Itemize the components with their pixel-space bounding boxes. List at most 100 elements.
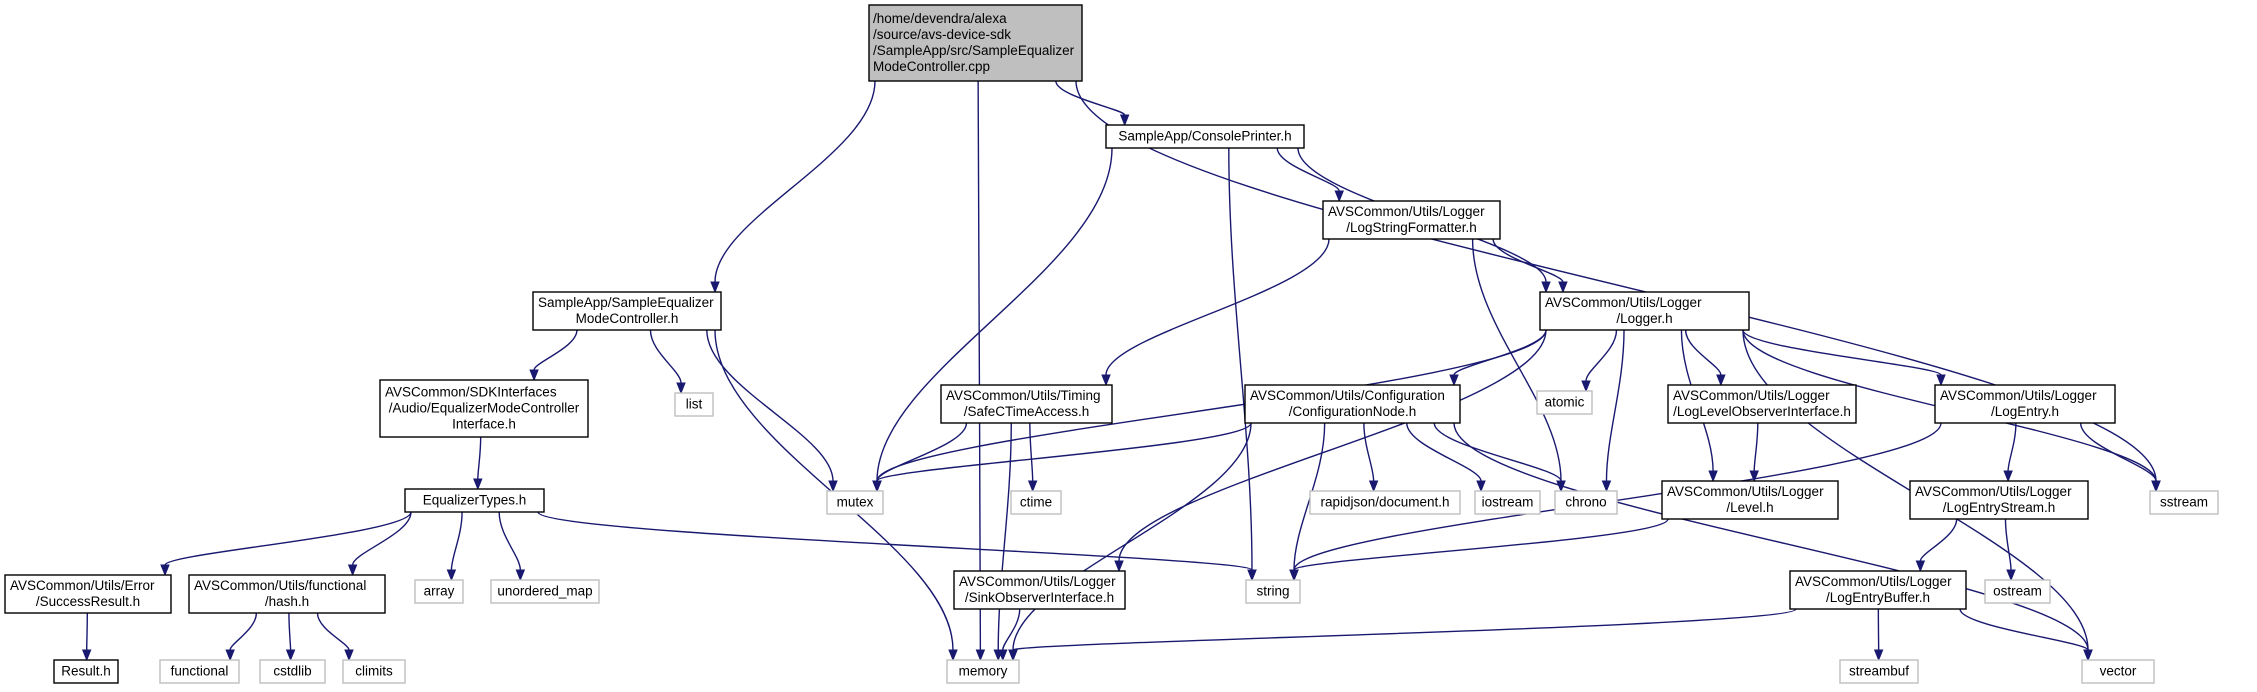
node-hash[interactable]: AVSCommon/Utils/functional/hash.h: [188, 574, 386, 614]
node-box: [342, 659, 406, 684]
node-box: [1105, 124, 1305, 149]
node-streambuf: streambuf: [1839, 659, 1919, 684]
node-box: [414, 579, 464, 604]
edge-line: [498, 511, 522, 571]
node-label-line: mutex: [837, 495, 874, 510]
node-eqtypes[interactable]: EqualizerTypes.h: [404, 488, 545, 513]
edge-line: [1585, 329, 1618, 382]
edge-line: [1453, 422, 2089, 651]
edge-arrowhead: [1541, 281, 1551, 294]
edge-logentrybuffer-to-vector: [1959, 608, 2093, 662]
node-label-line: /LogEntryStream.h: [1943, 500, 2056, 515]
edge-arrowhead: [1716, 374, 1726, 387]
node-mutex: mutex: [826, 490, 884, 515]
node-logentrybuffer[interactable]: AVSCommon/Utils/Logger/LogEntryBuffer.h: [1789, 570, 1967, 610]
node-label-line: /SampleApp/src/SampleEqualizer: [873, 43, 1075, 58]
node-sampleeq[interactable]: SampleApp/SampleEqualizerModeController.…: [532, 291, 722, 331]
edge-logstringformatter-to-logger: [1492, 238, 1568, 294]
edge-arrowhead: [1936, 374, 1946, 387]
node-box: [1934, 384, 2116, 424]
node-cstdlib: cstdlib: [259, 659, 326, 684]
node-label-line: /LogStringFormatter.h: [1346, 220, 1477, 235]
node-box: [4, 574, 172, 614]
node-label-line: /LogLevelObserverInterface.h: [1673, 404, 1851, 419]
node-label-line: AVSCommon/Utils/Logger: [1795, 574, 1952, 589]
edge-line: [1055, 80, 1126, 116]
node-eqmodectl[interactable]: AVSCommon/SDKInterfaces/Audio/EqualizerM…: [379, 379, 589, 438]
node-result[interactable]: Result.h: [53, 659, 119, 684]
edge-logentrybuffer-to-streambuf: [1873, 608, 1884, 662]
edge-line: [1471, 238, 1562, 482]
edge-line: [714, 80, 876, 283]
node-rapidjson: rapidjson/document.h: [1309, 490, 1461, 515]
node-consoleprinter[interactable]: SampleApp/ConsolePrinter.h: [1105, 124, 1305, 149]
node-sinkobs[interactable]: AVSCommon/Utils/Logger/SinkObserverInter…: [953, 570, 1126, 610]
edge-arrowhead: [676, 382, 686, 395]
node-box: [868, 4, 1083, 82]
edge-line: [1406, 422, 1482, 482]
node-label-line: /ConfigurationNode.h: [1289, 404, 1417, 419]
node-box: [953, 570, 1126, 610]
node-logentrystream[interactable]: AVSCommon/Utils/Logger/LogEntryStream.h: [1909, 480, 2089, 520]
edge-line: [977, 80, 982, 651]
edge-line: [351, 511, 412, 566]
node-box: [379, 379, 589, 438]
node-list: list: [674, 392, 714, 417]
node-box: [674, 392, 714, 417]
node-iostream: iostream: [1474, 490, 1541, 515]
edge-arrowhead: [285, 649, 296, 662]
node-label-line: ModeController.cpp: [873, 59, 990, 74]
edge-arrowhead: [160, 564, 170, 577]
edge-line: [1012, 422, 1252, 651]
nodes-layer: /home/devendra/alexa/source/avs-device-s…: [4, 4, 2219, 684]
node-loglevelobs[interactable]: AVSCommon/Utils/Logger/LogLevelObserverI…: [1667, 384, 1857, 424]
node-safectime[interactable]: AVSCommon/Utils/Timing/SafeCTimeAccess.h: [940, 384, 1113, 424]
node-label-line: /Logger.h: [1616, 311, 1672, 326]
node-box: [404, 488, 545, 513]
edge-arrowhead: [975, 649, 986, 662]
edge-arrowhead: [1101, 374, 1111, 387]
node-box: [1536, 390, 1593, 415]
node-box: [2081, 659, 2155, 684]
node-label-line: array: [424, 584, 455, 599]
node-label-line: functional: [171, 664, 229, 679]
node-logger[interactable]: AVSCommon/Utils/Logger/Logger.h: [1539, 291, 1750, 331]
edge-root-to-consoleprinter: [1055, 80, 1130, 127]
edge-line: [2007, 422, 2017, 472]
edge-arrowhead: [515, 569, 526, 582]
node-box: [1661, 480, 1839, 520]
edge-line: [1118, 329, 1547, 562]
node-confignode[interactable]: AVSCommon/Utils/Configuration/Configurat…: [1244, 384, 1461, 424]
node-logentry[interactable]: AVSCommon/Utils/Logger/LogEntry.h: [1934, 384, 2116, 424]
node-label-line: string: [1256, 584, 1289, 599]
edge-arrowhead: [446, 569, 457, 582]
node-label-line: SampleApp/ConsolePrinter.h: [1118, 129, 1291, 144]
node-successresult[interactable]: AVSCommon/Utils/Error/SuccessResult.h: [4, 574, 172, 614]
edge-line: [1959, 608, 2089, 651]
node-label-line: /home/devendra/alexa: [873, 11, 1007, 26]
node-label-line: cstdlib: [273, 664, 311, 679]
edge-safectime-to-mutex: [872, 422, 968, 493]
edge-arrowhead: [1915, 560, 1926, 573]
edge-line: [86, 612, 88, 651]
edge-eqtypes-to-array: [446, 511, 463, 582]
edge-arrowhead: [1581, 380, 1591, 393]
edge-sampleeq-to-mutex: [706, 329, 838, 493]
node-level[interactable]: AVSCommon/Utils/Logger/Level.h: [1661, 480, 1839, 520]
node-logstringformatter[interactable]: AVSCommon/Utils/Logger/LogStringFormatte…: [1322, 200, 1501, 240]
node-label-line: Interface.h: [452, 417, 516, 432]
edge-arrowhead: [1601, 480, 1612, 493]
edge-arrowhead: [473, 478, 483, 491]
node-box: [259, 659, 326, 684]
node-box: [1839, 659, 1919, 684]
edge-line: [1002, 608, 1021, 651]
edge-line: [1753, 422, 1759, 472]
edge-loglevelobs-to-level: [1749, 422, 1759, 483]
edge-line: [876, 422, 968, 482]
edge-consoleprinter-to-logstringformatter: [1276, 147, 1344, 203]
edge-line: [2004, 518, 2012, 571]
node-box: [188, 574, 386, 614]
edge-line: [714, 329, 954, 651]
node-sstream: sstream: [2149, 490, 2219, 515]
node-label-line: ostream: [1993, 584, 2042, 599]
